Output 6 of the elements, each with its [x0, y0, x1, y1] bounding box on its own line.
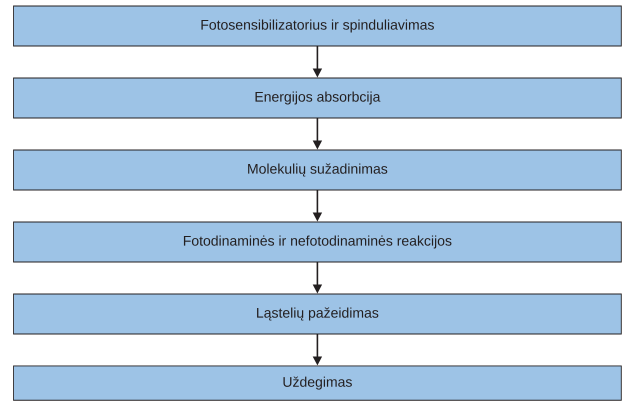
- process-box: Molekulių sužadinimas: [13, 150, 622, 190]
- process-box: Fotodinaminės ir nefotodinaminės reakcijos: [13, 222, 622, 262]
- process-box: Uždegimas: [13, 366, 622, 401]
- process-box: Fotosensibilizatorius ir spinduliavimas: [13, 6, 622, 46]
- process-box: Energijos absorbcija: [13, 78, 622, 118]
- process-box: Ląstelių pažeidimas: [13, 294, 622, 334]
